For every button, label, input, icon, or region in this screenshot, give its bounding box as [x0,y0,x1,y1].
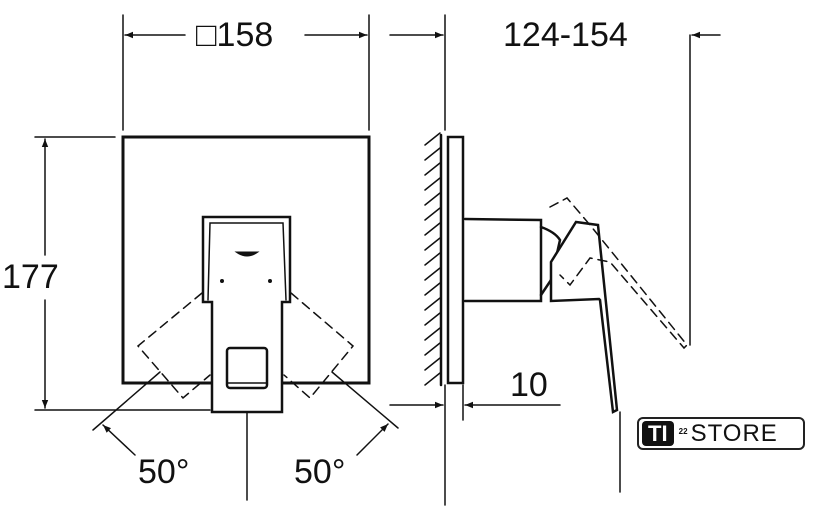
front-handle [201,215,292,414]
height-dimension [34,136,211,411]
depth-label: 124-154 [503,16,628,54]
angle-dimensions [92,371,399,501]
angle-right-label: 50° [294,453,346,491]
logo-mark-text: TI [648,421,668,446]
side-mixer [446,135,619,414]
angle-left-label: 50° [138,453,190,491]
logo-mark: TI 22 [642,421,688,446]
logo-superscript: 22 [678,427,688,436]
gap-dimension [389,384,621,506]
width-label: □158 [196,16,274,54]
store-logo: TI 22 STORE [637,417,805,450]
front-handle-rotated-dashed [136,292,355,400]
logo-text: STORE [690,419,778,447]
wall-hatch [424,132,443,387]
height-label: 177 [2,258,59,296]
gap-label: 10 [510,366,548,404]
depth-dimension [389,14,721,346]
width-dimension [122,14,370,131]
side-lever-dashed [549,197,689,350]
